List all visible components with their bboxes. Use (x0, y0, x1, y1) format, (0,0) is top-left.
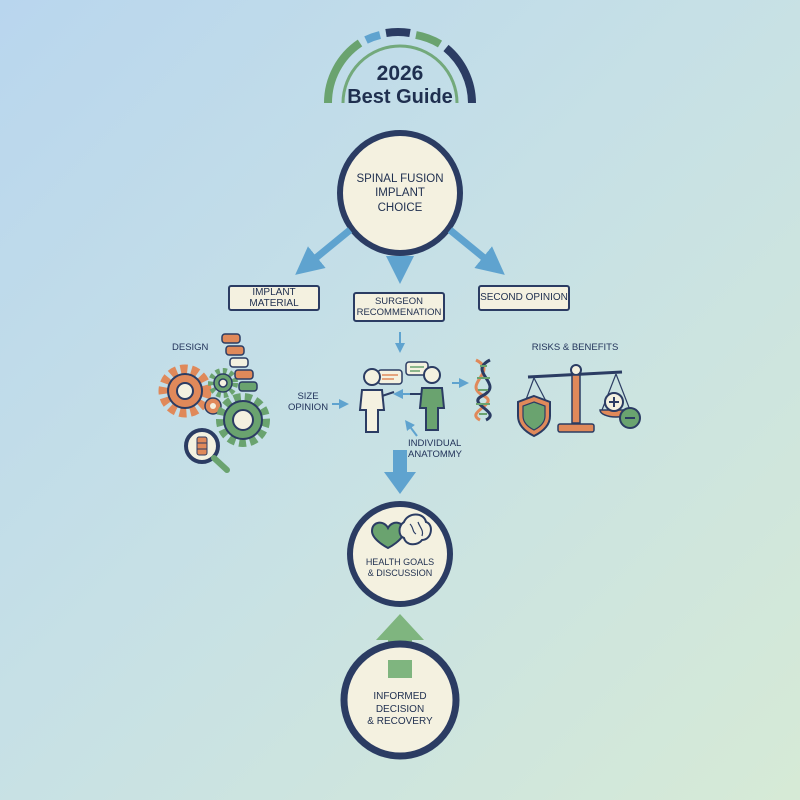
implant-material-label: Implant Material (249, 286, 299, 310)
gear-icon (158, 364, 270, 447)
individual-anatomy-line-2: Anatommy (408, 449, 463, 461)
spine-icon (221, 333, 258, 392)
second-opinion-box: Second Opinion (478, 285, 570, 311)
decision-node-circle (340, 640, 460, 760)
magnifier-icon (184, 428, 230, 473)
main-node-line-1: Spinal Fusion (356, 173, 444, 185)
branch-arrows (295, 227, 505, 284)
chat-bubble-icon (377, 361, 429, 385)
main-node-line-2: Implant (375, 187, 425, 200)
plus-minus-icon (604, 392, 641, 429)
decision-node-label: Informed Decision & Recovery (348, 691, 452, 729)
main-node-circle (337, 130, 463, 256)
shield-icon (517, 394, 551, 438)
brain-icon (398, 513, 432, 546)
second-opinion-label: Second Opinion (480, 292, 568, 304)
main-node-line-3: Choice (377, 201, 423, 214)
size-opinion-label: Size Opinion (284, 391, 332, 414)
main-node-label: Spinal Fusion Implant Choice (345, 172, 455, 215)
health-node-line-2: & Discussion (367, 568, 433, 579)
health-node-label: Health Goals & Discussion (355, 557, 445, 580)
health-node-line-1: Health Goals (365, 557, 435, 567)
dna-icon (474, 358, 492, 422)
person-icon (410, 366, 446, 431)
surgeon-recommendation-box: Surgeon Recommenation (353, 292, 445, 322)
down-arrow-icon (384, 450, 416, 494)
badge-gauge-icon (323, 27, 476, 104)
person-icon (358, 368, 395, 433)
up-arrow-stem (388, 660, 412, 678)
decision-node-line-1: Informed Decision (373, 691, 427, 715)
design-label: Design (172, 342, 209, 353)
small-flow-arrows (332, 332, 469, 437)
individual-anatomy-label: Individual Anatommy (408, 438, 476, 461)
individual-anatomy-line-1: Individual (408, 438, 462, 449)
health-node-circle (347, 501, 453, 607)
badge-year: 2026 (376, 62, 424, 85)
implant-material-box: Implant Material (228, 285, 320, 311)
size-opinion-line-2: Opinion (287, 402, 329, 414)
decision-node-line-2: & Recovery (367, 716, 433, 727)
surgeon-recommendation-line-1: Surgeon (374, 295, 424, 307)
badge-subtitle: Best Guide (347, 86, 453, 108)
surgeon-recommendation-line-2: Recommenation (356, 307, 442, 318)
size-opinion-line-1: Size (297, 391, 319, 402)
risks-benefits-label: Risks & Benefits (531, 342, 619, 353)
